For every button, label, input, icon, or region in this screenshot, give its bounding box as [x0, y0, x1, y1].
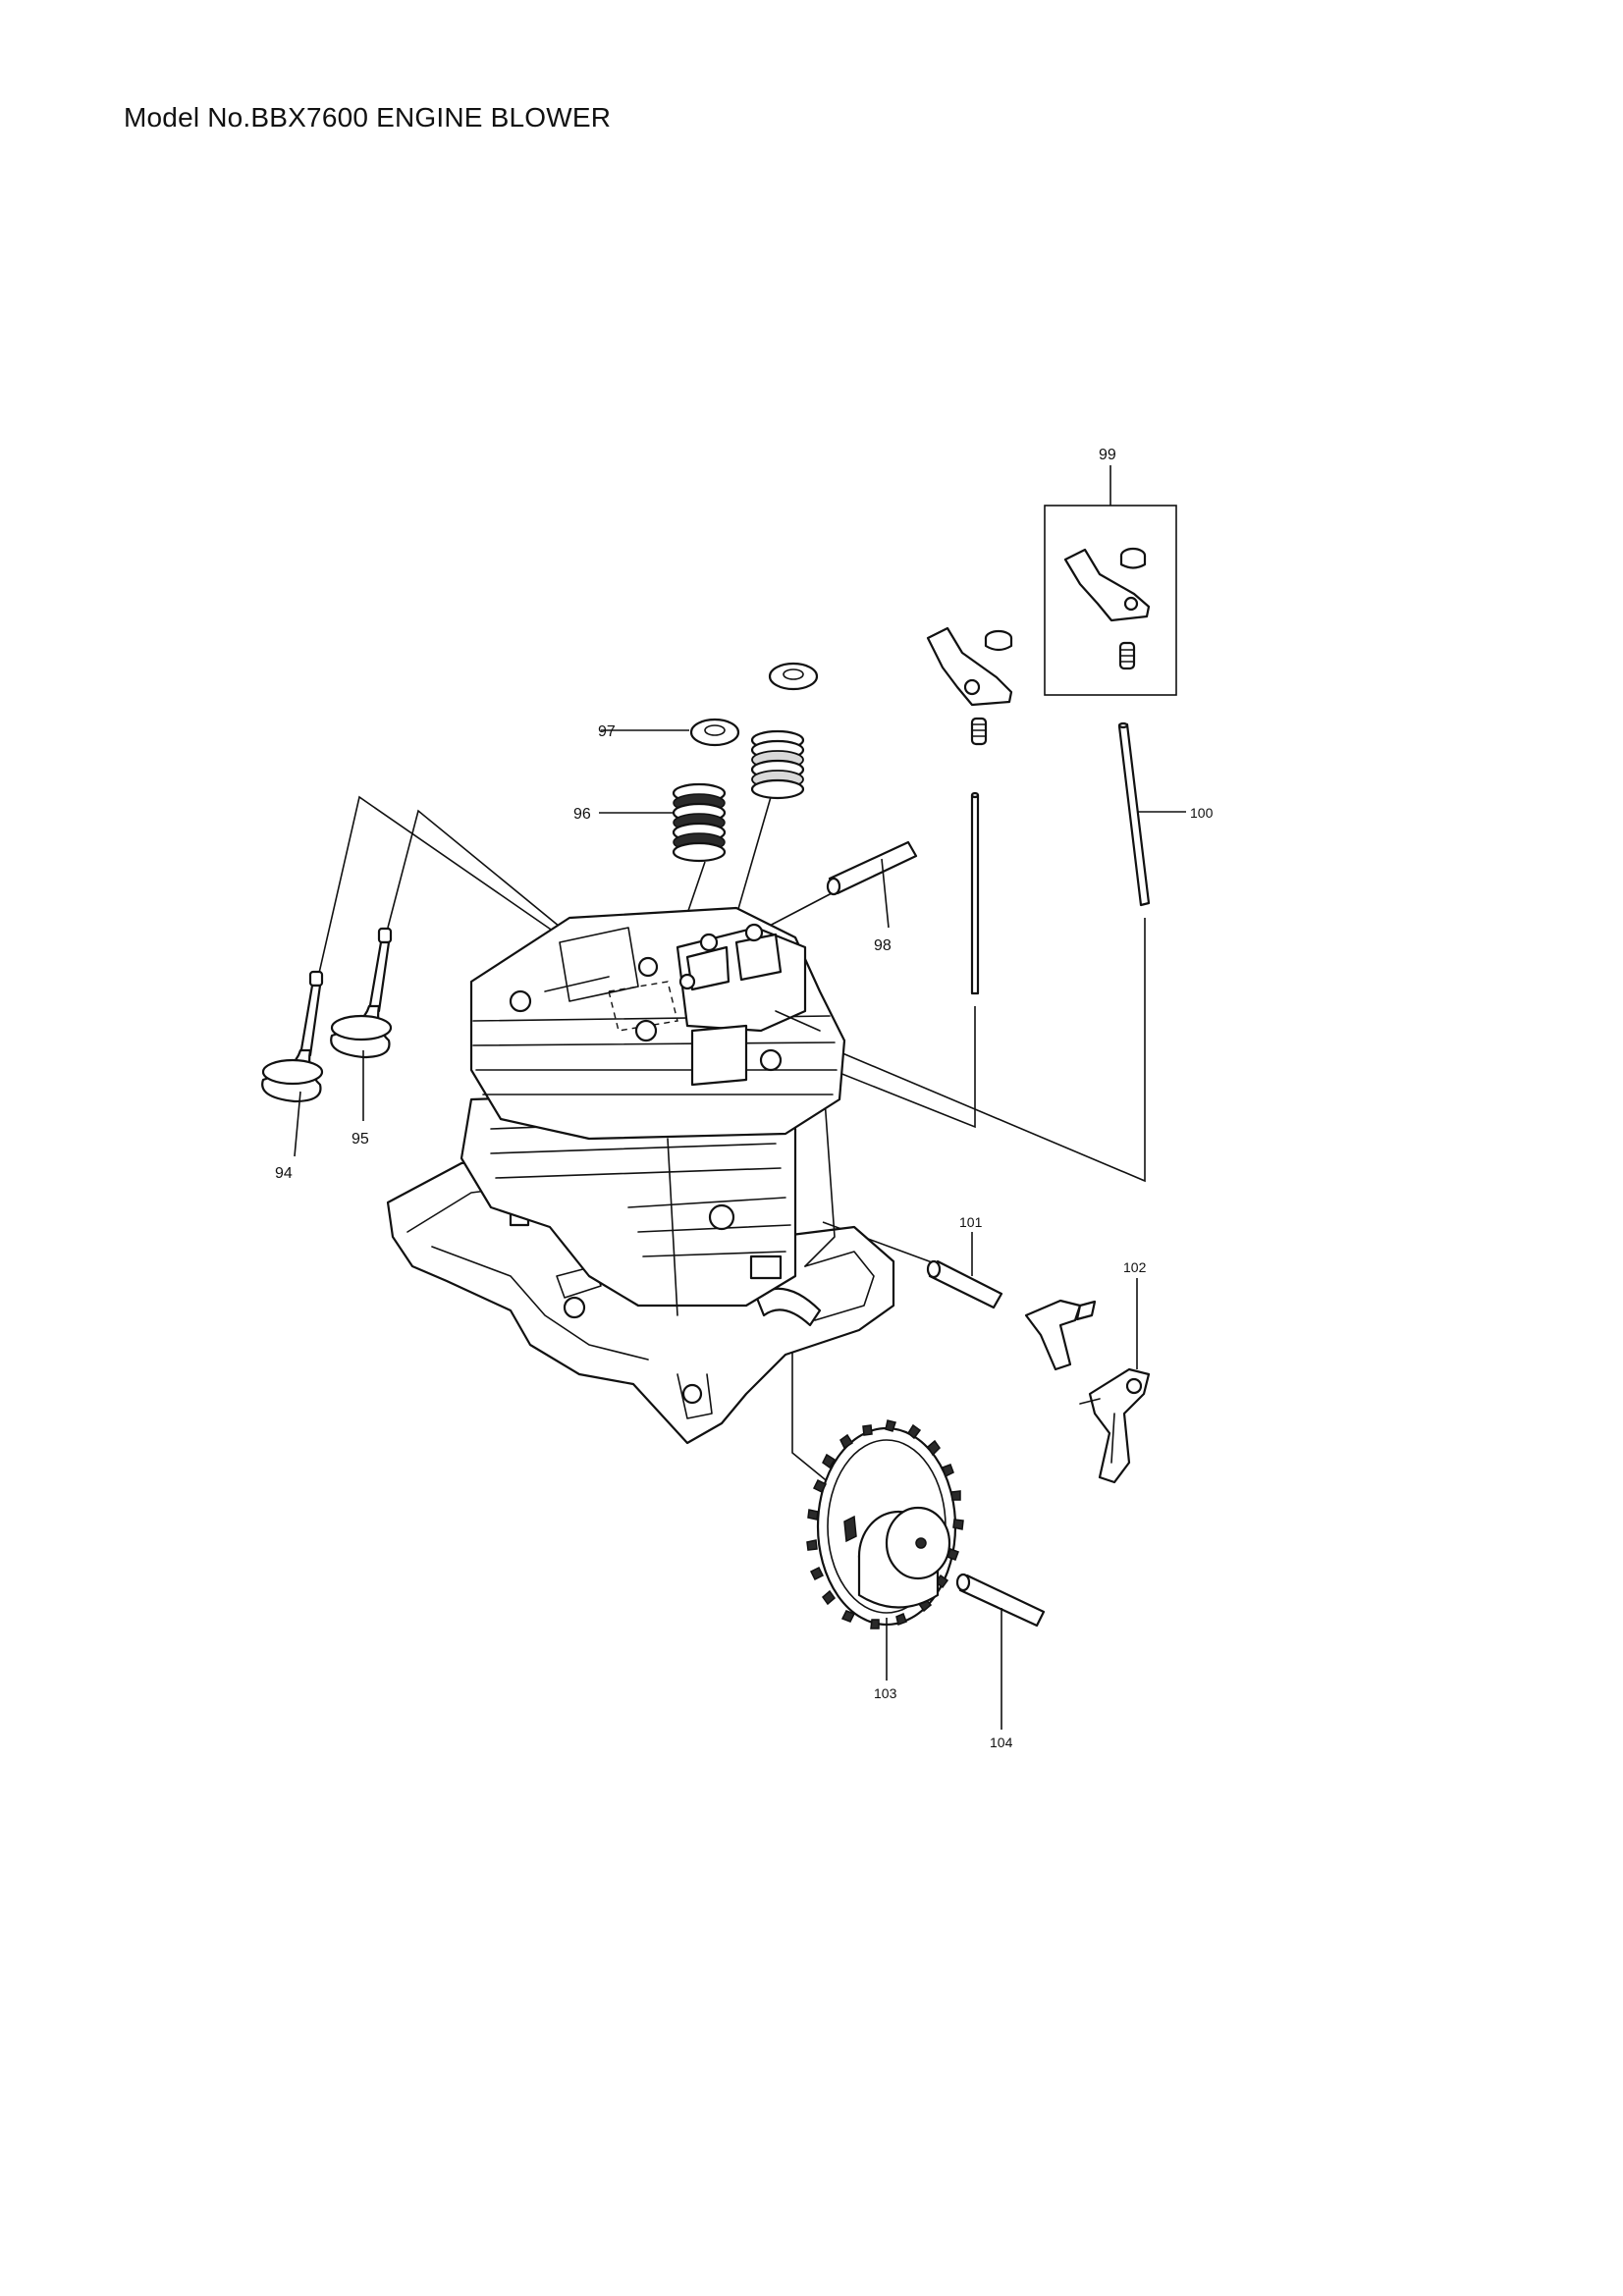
- valve-94: [261, 970, 324, 1103]
- spring-retainer-upper: [768, 662, 819, 691]
- rocker-arm-left: [926, 626, 1013, 746]
- label-103: 103: [874, 1685, 897, 1701]
- pin-101: [926, 1259, 1003, 1309]
- valve-spring-96: [672, 782, 727, 863]
- cam-gear-103: [806, 1419, 964, 1629]
- label-95: 95: [352, 1131, 369, 1148]
- page-title: Model No.BBX7600 ENGINE BLOWER: [124, 102, 612, 133]
- cylinder-head: [469, 906, 846, 1141]
- label-98: 98: [874, 937, 892, 954]
- label-101: 101: [959, 1214, 983, 1230]
- valve-95: [330, 927, 393, 1059]
- pushrod-100: [1117, 721, 1151, 907]
- pushrod-left: [970, 791, 980, 995]
- rocker-arm-99: [1044, 505, 1177, 696]
- spring-retainer-97: [689, 718, 740, 747]
- label-104: 104: [990, 1735, 1013, 1750]
- rocker-shaft-98: [826, 840, 918, 896]
- valve-spring-upper: [750, 729, 805, 800]
- assembly-lines: [316, 795, 1146, 1498]
- cam-pin-104: [955, 1573, 1046, 1628]
- crankcase-cylinder: [386, 1088, 895, 1445]
- governor-arm-102: [1024, 1299, 1151, 1484]
- label-99: 99: [1099, 447, 1116, 463]
- label-100: 100: [1190, 805, 1214, 821]
- label-102: 102: [1123, 1259, 1147, 1275]
- label-94: 94: [275, 1165, 293, 1182]
- label-97: 97: [598, 723, 616, 740]
- part-labels: 94 95 96 97 98 99 100 101 102 103 104: [275, 447, 1214, 1750]
- label-96: 96: [573, 806, 591, 823]
